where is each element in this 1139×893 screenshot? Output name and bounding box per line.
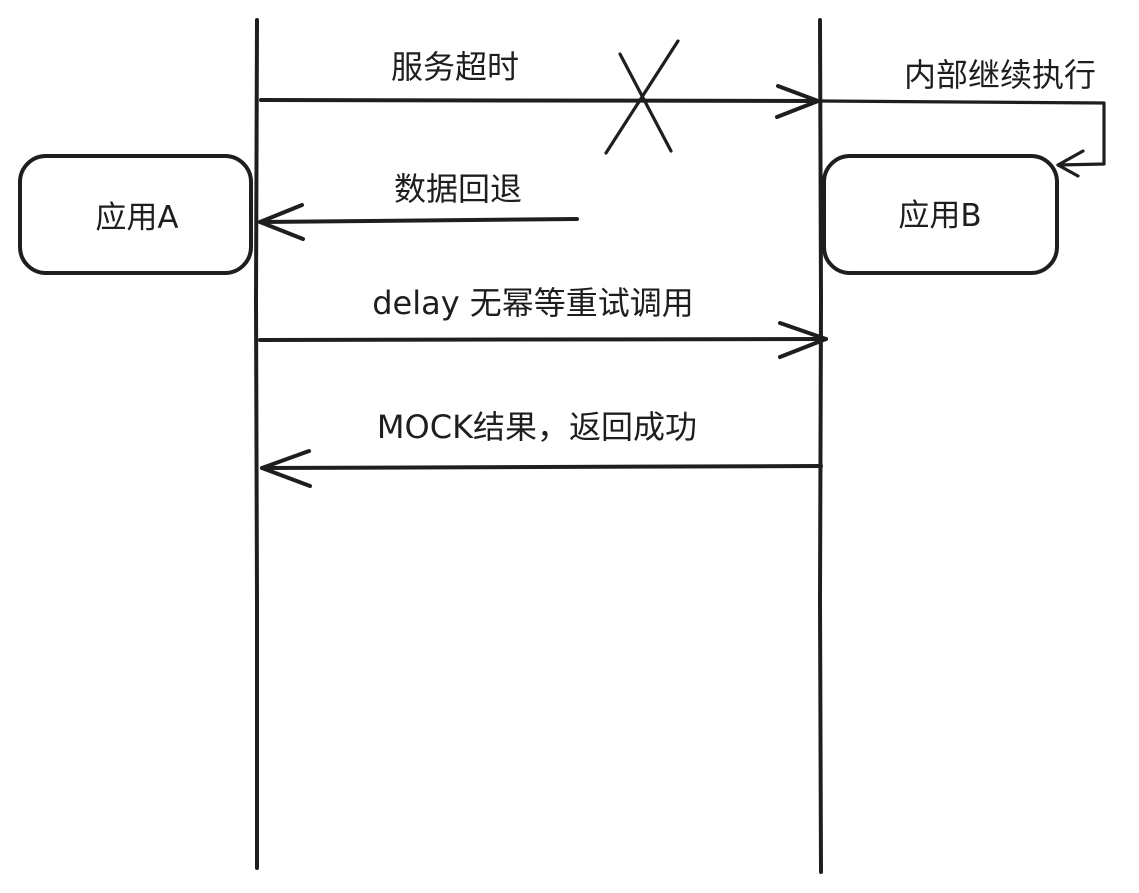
message-arrow-mock-success: [260, 464, 823, 470]
message-label-mock-success: MOCK结果，返回成功: [377, 408, 697, 446]
message-arrow-delay-retry: [258, 337, 828, 342]
lifeline-app-b: [818, 18, 823, 874]
arrowhead-delay-retry: [778, 321, 828, 359]
message-label-data-rollback: 数据回退: [394, 170, 522, 208]
participant-box-app-b: [822, 154, 1059, 275]
message-label-internal-continue: 内部继续执行: [904, 56, 1096, 94]
participant-label-app-a: 应用A: [95, 200, 178, 236]
message-arrow-data-rollback: [258, 217, 579, 224]
arrowhead-service-timeout: [775, 84, 820, 119]
participant-label-app-b: 应用B: [898, 198, 981, 234]
lifeline-app-a: [254, 18, 259, 870]
cross-mark-icon: [604, 39, 680, 155]
message-label-service-timeout: 服务超时: [391, 48, 519, 86]
message-arrow-service-timeout: [259, 98, 820, 103]
message-arrow-internal-continue: [820, 99, 1106, 167]
arrowhead-data-rollback: [258, 203, 305, 241]
participant-box-app-a: [18, 154, 253, 275]
arrowhead-internal-continue: [1056, 149, 1085, 178]
message-label-delay-retry: delay 无幂等重试调用: [372, 284, 694, 322]
arrowhead-mock-success: [260, 449, 312, 488]
